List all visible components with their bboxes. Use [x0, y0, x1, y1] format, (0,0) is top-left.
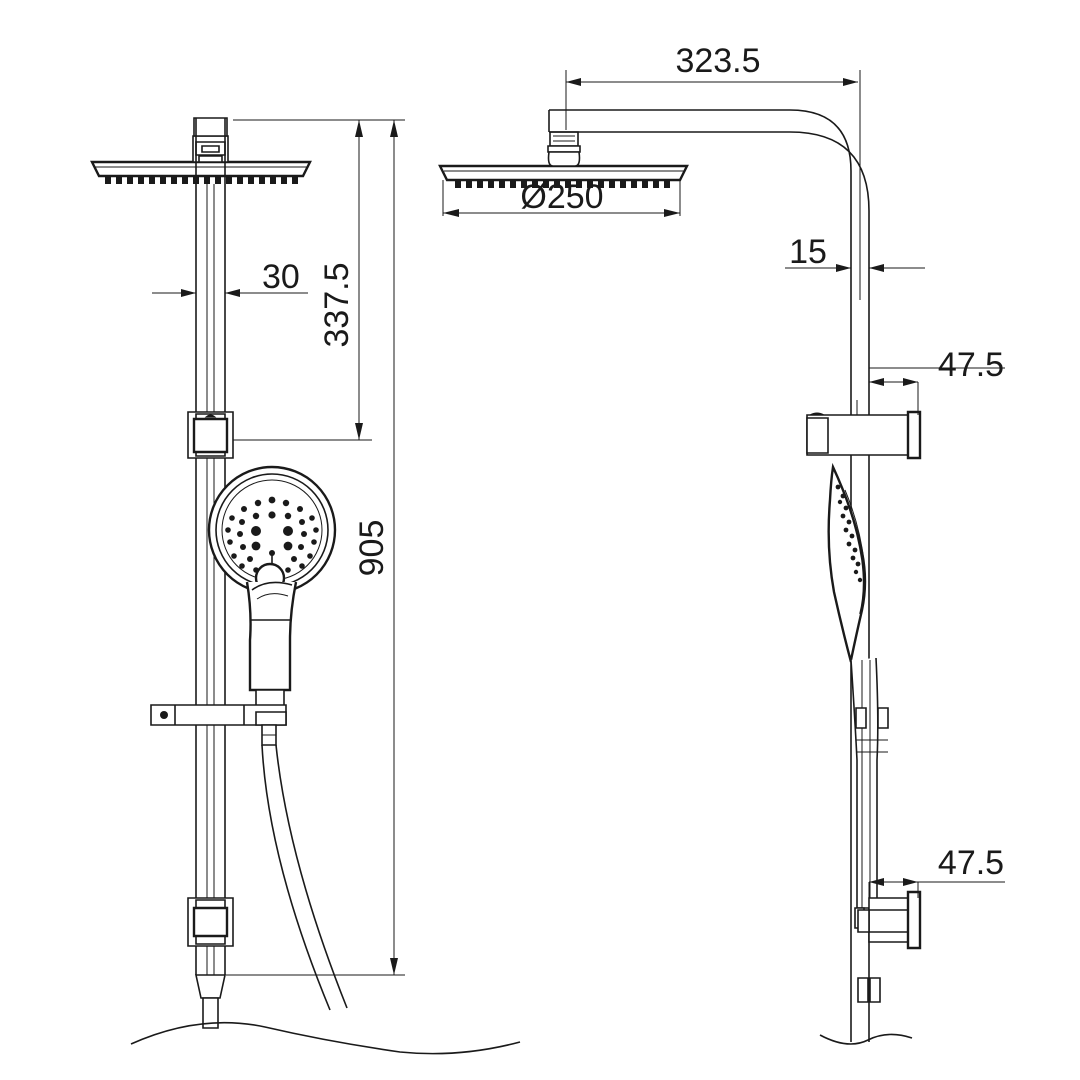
side-elevation-view: 323.5 Ø250 15 47.5	[438, 42, 1005, 1045]
rail-bottom-outlet	[195, 974, 226, 1029]
sliding-hand-shower-holder	[187, 411, 234, 459]
hand-shower	[207, 465, 337, 713]
dimension-15: 15	[785, 233, 925, 272]
sliding-hand-shower-holder-side	[806, 400, 922, 460]
dimension-47-5-lower-label: 47.5	[938, 844, 1004, 882]
dimension-diameter-250-label: Ø250	[520, 178, 603, 216]
dimension-323-5-label: 323.5	[675, 42, 760, 80]
dimension-47-5-upper-label: 47.5	[938, 346, 1004, 384]
dimension-47-5-lower: 47.5	[868, 844, 1005, 900]
dimension-905: 905	[226, 119, 405, 976]
overhead-rain-shower-head	[90, 117, 312, 184]
shower-arm	[548, 109, 870, 420]
dimension-15-label: 15	[789, 233, 827, 271]
dimension-47-5-upper: 47.5	[868, 346, 1005, 415]
dimension-905-label: 905	[353, 520, 391, 577]
lower-wall-bracket-side	[857, 890, 922, 1003]
floor-line-front	[130, 1021, 521, 1055]
dimension-323-5: 323.5	[565, 42, 861, 300]
floor-line-side	[819, 1033, 913, 1045]
front-elevation-view: 30 337.5 905	[90, 117, 521, 1055]
hand-shower-side	[827, 462, 879, 929]
riser-sleeve-mid	[855, 707, 889, 753]
lower-wall-bracket	[187, 897, 234, 947]
dimension-diameter-250: Ø250	[442, 178, 681, 217]
soap-shelf	[150, 704, 287, 726]
dimension-337-5-label: 337.5	[318, 262, 356, 347]
flexible-hose	[261, 724, 348, 1011]
dimension-30: 30	[152, 190, 308, 300]
dimension-30-label: 30	[262, 258, 300, 296]
